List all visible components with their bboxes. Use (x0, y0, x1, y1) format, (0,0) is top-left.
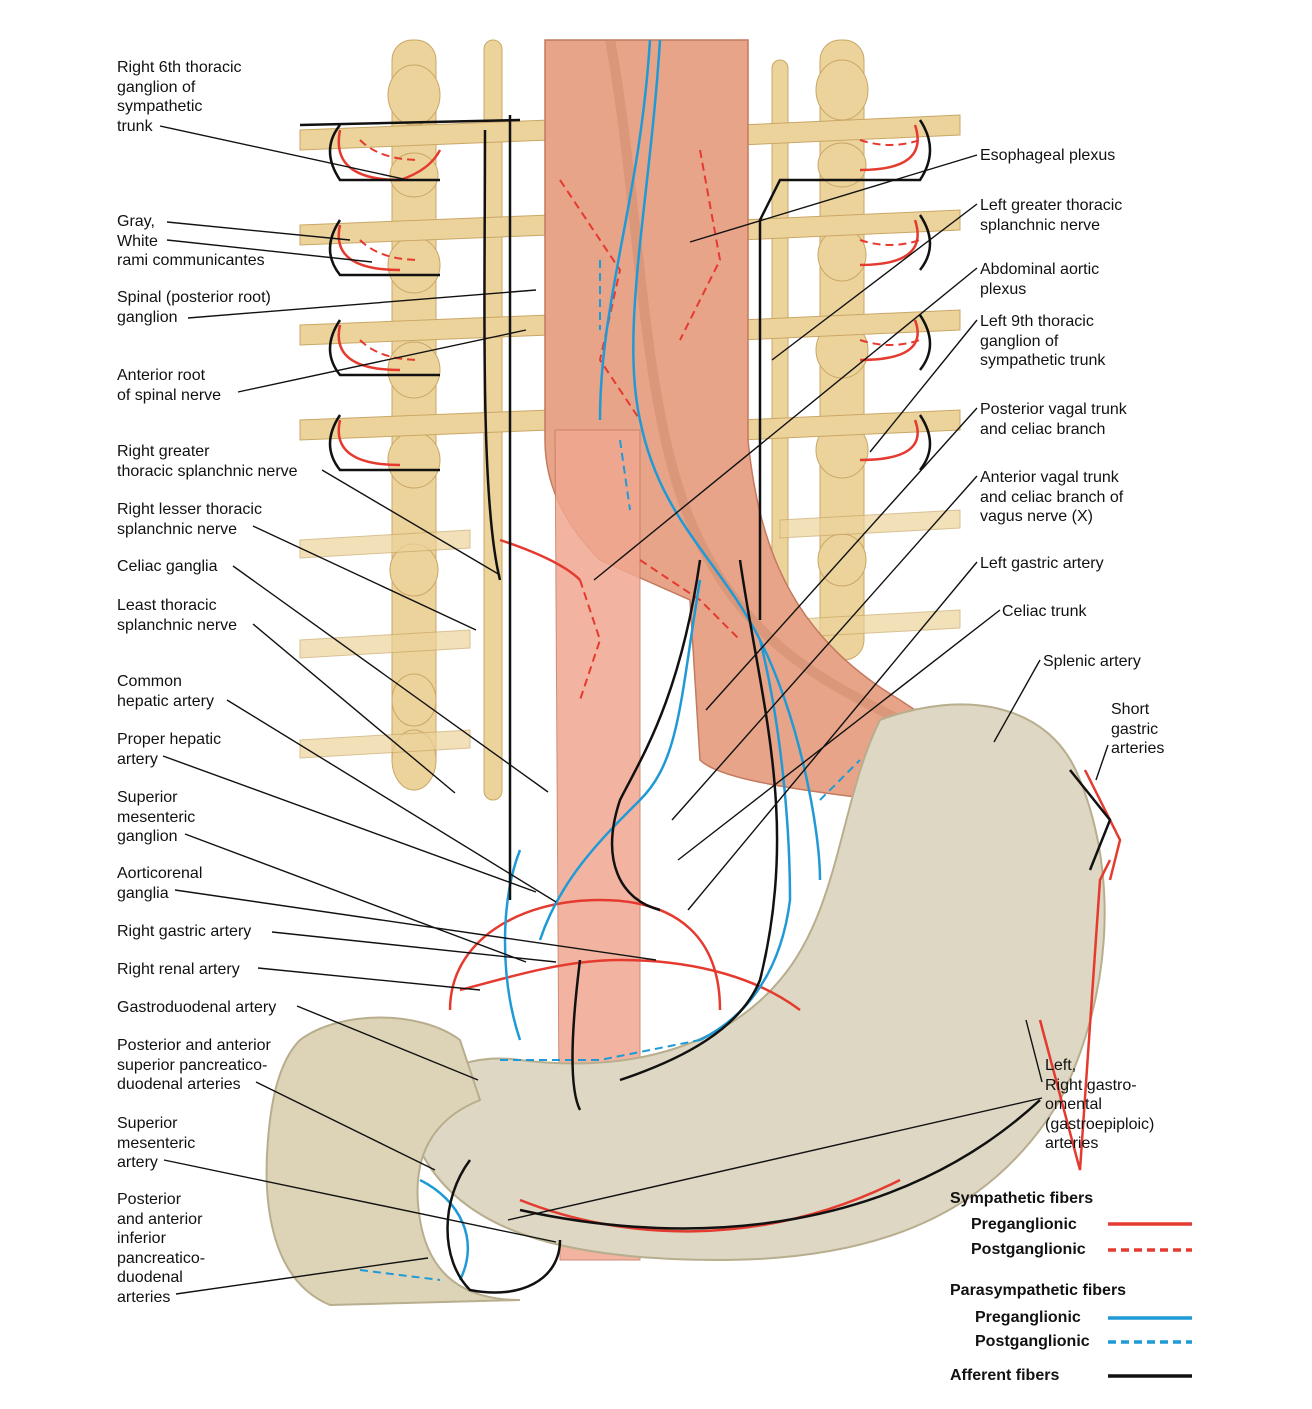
legend-parasympathetic-title: Parasympathetic fibers (950, 1282, 1127, 1299)
label-superior-pancreaticoduodenal: Posterior and anterior superior pancreat… (117, 1037, 271, 1093)
label-right-gastric-artery: Right gastric artery (117, 923, 252, 940)
sympathetic-trunk-right (299, 39, 551, 801)
leader-lines (159, 125, 1109, 1295)
label-gastroduodenal-artery: Gastroduodenal artery (117, 999, 277, 1016)
label-short-gastric-arteries: Short gastric arteries (1111, 701, 1165, 757)
label-right-6th-thoracic-ganglion: Right 6th thoracic ganglion of sympathet… (117, 59, 242, 135)
sympathetic-trunk-left (739, 39, 961, 661)
label-superior-mesenteric-artery: Superior mesenteric artery (117, 1115, 196, 1171)
label-posterior-vagal-trunk: Posterior vagal trunk and celiac branch (980, 401, 1127, 438)
label-proper-hepatic-artery: Proper hepatic artery (117, 731, 222, 768)
label-celiac-ganglia: Celiac ganglia (117, 558, 218, 575)
esophagus-muscle (605, 39, 903, 725)
legend-afferent-label: Afferent fibers (950, 1367, 1060, 1384)
legend-symp-post-label: Postganglionic (971, 1241, 1086, 1258)
label-left-gastric-artery: Left gastric artery (980, 555, 1104, 572)
legend-para-post-label: Postganglionic (975, 1333, 1090, 1350)
label-abdominal-aortic-plexus: Abdominal aortic plexus (980, 261, 1100, 298)
label-inferior-pancreaticoduodenal: Posterior and anterior inferior pancreat… (117, 1191, 206, 1306)
label-spinal-ganglion: Spinal (posterior root) ganglion (117, 289, 271, 326)
label-splenic-artery: Splenic artery (1043, 653, 1141, 670)
label-left-greater-splanchnic: Left greater thoracic splanchnic nerve (980, 197, 1123, 234)
label-right-renal-artery: Right renal artery (117, 961, 240, 978)
label-least-splanchnic: Least thoracic splanchnic nerve (117, 597, 238, 634)
stomach (414, 703, 1106, 1262)
label-common-hepatic-artery: Common hepatic artery (117, 673, 214, 710)
label-gastro-omental-arteries: Left, Right gastro- omental (gastroepipl… (1045, 1057, 1155, 1152)
parasympathetic-postganglionic (359, 260, 861, 1281)
sympathetic-postganglionic (359, 139, 921, 701)
label-anterior-vagal-trunk: Anterior vagal trunk and celiac branch o… (980, 469, 1124, 525)
label-rami-communicantes: Gray, White rami communicantes (117, 213, 265, 269)
label-anterior-root: Anterior root of spinal nerve (117, 367, 222, 404)
label-superior-mesenteric-ganglion: Superior mesenteric ganglion (117, 789, 196, 845)
legend-para-pre-label: Preganglionic (975, 1309, 1081, 1326)
label-left-9th-thoracic-ganglion: Left 9th thoracic ganglion of sympatheti… (980, 313, 1106, 369)
label-celiac-trunk: Celiac trunk (1002, 603, 1087, 620)
label-right-greater-splanchnic: Right greater thoracic splanchnic nerve (117, 443, 298, 480)
legend-symp-pre-label: Preganglionic (971, 1216, 1077, 1233)
label-right-lesser-splanchnic: Right lesser thoracic splanchnic nerve (117, 501, 262, 538)
label-esophageal-plexus: Esophageal plexus (980, 147, 1116, 164)
label-aorticorenal-ganglia: Aorticorenal ganglia (117, 865, 203, 902)
legend-sympathetic-title: Sympathetic fibers (950, 1190, 1094, 1207)
afferent-fibers (299, 115, 1112, 1294)
duodenum (265, 1016, 521, 1307)
legend-swatches (1108, 1222, 1192, 1378)
